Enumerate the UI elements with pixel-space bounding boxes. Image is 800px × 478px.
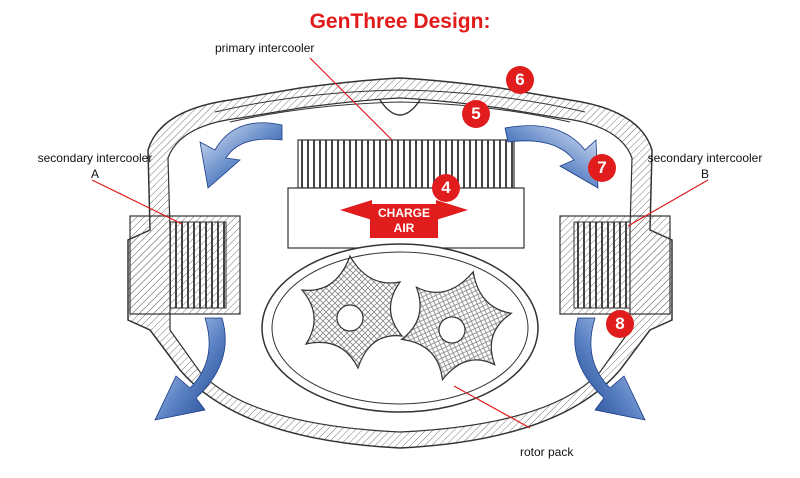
label-rotor-pack: rotor pack — [520, 445, 574, 459]
label-secondary-a-line1: secondary intercooler — [37, 151, 153, 165]
primary-intercooler-core — [297, 139, 515, 189]
label-secondary-intercooler-a: secondary intercooler A — [25, 150, 165, 182]
rotor-right — [400, 270, 513, 382]
badge-7: 7 — [588, 154, 616, 182]
badge-4: 4 — [432, 174, 460, 202]
label-secondary-b-line2: B — [700, 167, 709, 181]
leader-secondary-b — [627, 179, 709, 227]
diagram-title: GenThree Design: — [309, 10, 491, 33]
charge-air-line1: CHARGE — [377, 206, 430, 220]
flow-arrow-bottom-right — [574, 317, 646, 421]
leader-rotor-pack — [453, 385, 531, 429]
leader-secondary-a — [91, 179, 183, 225]
leader-primary-intercooler — [309, 57, 393, 141]
charge-air-label: CHARGE AIR — [370, 204, 438, 238]
charge-air-line2: AIR — [393, 221, 415, 235]
flow-arrow-bottom-left — [154, 317, 226, 421]
badge-6: 6 — [506, 66, 534, 94]
label-secondary-intercooler-b: secondary intercooler B — [635, 150, 775, 182]
label-secondary-b-line1: secondary intercooler — [647, 151, 763, 165]
flow-arrow-top-right — [504, 125, 599, 189]
badge-8: 8 — [606, 310, 634, 338]
badge-5: 5 — [462, 100, 490, 128]
label-primary-intercooler: primary intercooler — [215, 41, 315, 55]
label-secondary-a-line2: A — [90, 167, 99, 181]
flow-arrow-top-left — [199, 122, 283, 189]
rotor-left — [300, 254, 404, 370]
charge-air-arrow — [340, 200, 372, 220]
